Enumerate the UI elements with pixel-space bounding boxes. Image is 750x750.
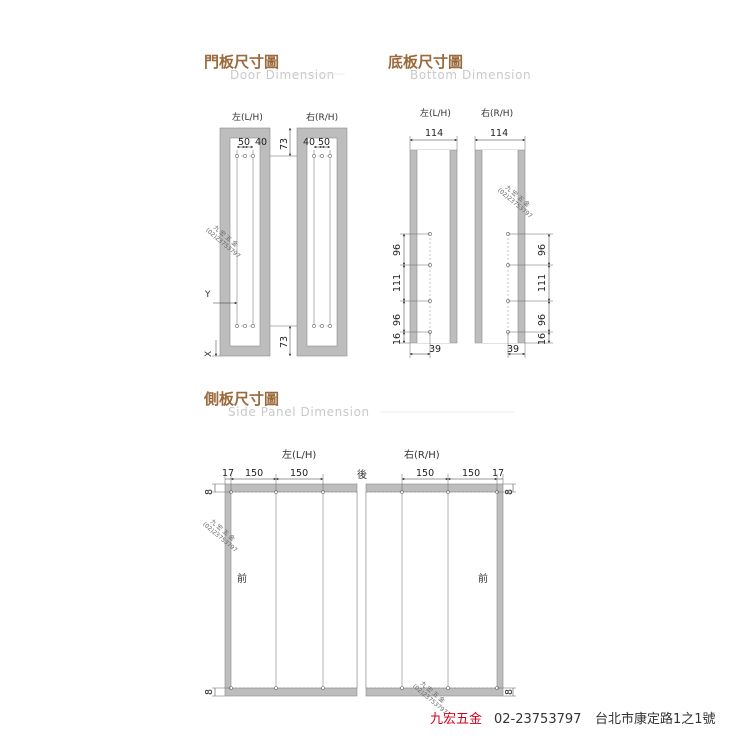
side-right-label: 右(R/H) xyxy=(404,448,440,461)
bottom-left-dim-39: 39 xyxy=(429,344,441,355)
bottom-left-dim-111: 111 xyxy=(392,274,403,292)
side-back-label: 後 xyxy=(357,468,367,481)
bottom-section-subtitle: Bottom Dimension xyxy=(410,68,531,82)
bottom-right-dim-111: 111 xyxy=(537,274,548,292)
side-section-title: 側板尺寸圖 xyxy=(203,390,279,408)
side-right-opening xyxy=(365,491,498,689)
side-drawing: 左(L/H) 右(R/H) 後 前 前 xyxy=(201,448,516,716)
side-left-dim-150-b: 150 xyxy=(290,468,308,479)
bottom-left-cutout xyxy=(417,150,450,343)
side-right-dim-150-b: 150 xyxy=(462,468,480,479)
bottom-left-label: 左(L/H) xyxy=(420,107,451,119)
footer-phone: 02-23753797 xyxy=(494,712,581,727)
bottom-right-label: 右(R/H) xyxy=(481,107,513,119)
bottom-right-dim-96-a: 96 xyxy=(537,244,548,256)
side-right-dim-8-top: 8 xyxy=(504,489,515,495)
door-section-title: 門板尺寸圖 xyxy=(204,53,279,71)
side-left-front-label: 前 xyxy=(237,572,247,585)
side-left-dim-8-top: 8 xyxy=(204,489,215,495)
bottom-left-dim-96-a: 96 xyxy=(392,244,403,256)
door-left-opening xyxy=(229,137,261,347)
door-x-label: X xyxy=(204,351,214,357)
bottom-right-dim-96-b: 96 xyxy=(537,314,548,326)
door-left-label: 左(L/H) xyxy=(232,111,263,123)
side-right-dim-8-bottom: 8 xyxy=(504,689,515,695)
bottom-right-dim-114: 114 xyxy=(490,128,508,139)
door-dim-right-50: 50 xyxy=(318,137,330,148)
side-section-subtitle: Side Panel Dimension xyxy=(228,405,370,419)
door-dim-bottom-73: 73 xyxy=(279,336,290,348)
door-right-label: 右(R/H) xyxy=(306,111,338,123)
footer-brand: 九宏五金 xyxy=(430,711,482,727)
side-right-dim-150-a: 150 xyxy=(416,468,434,479)
bottom-left-dim-96-b: 96 xyxy=(392,314,403,326)
door-section-subtitle: Door Dimension xyxy=(230,68,335,82)
side-left-opening xyxy=(230,491,358,689)
footer-address: 台北市康定路1之1號 xyxy=(595,711,716,727)
bottom-drawing: 左(L/H) 右(R/H) 114 114 96 xyxy=(392,107,553,358)
door-right-opening xyxy=(306,137,338,347)
door-dim-right-40: 40 xyxy=(303,137,315,148)
bottom-right-cutout xyxy=(482,150,518,343)
bottom-right-dim-16: 16 xyxy=(537,333,548,345)
bottom-left-dim-114: 114 xyxy=(425,128,443,139)
door-drawing: 左(L/H) 右(R/H) 50 40 40 50 xyxy=(204,111,348,357)
side-right-dim-17: 17 xyxy=(492,468,504,479)
door-dim-left-50: 50 xyxy=(238,137,250,148)
bottom-left-dim-16: 16 xyxy=(392,333,403,345)
door-y-label: Y xyxy=(204,290,211,300)
door-holes xyxy=(235,154,332,328)
side-left-dim-8-bottom: 8 xyxy=(204,689,215,695)
side-right-front-label: 前 xyxy=(478,572,488,585)
door-dim-left-40: 40 xyxy=(255,137,267,148)
bottom-section-title: 底板尺寸圖 xyxy=(388,53,463,71)
side-left-label: 左(L/H) xyxy=(282,448,316,461)
side-left-dim-150-a: 150 xyxy=(245,468,263,479)
footer: 九宏五金 02-23753797 台北市康定路1之1號 xyxy=(430,711,716,727)
side-left-dim-17: 17 xyxy=(222,468,234,479)
door-dim-top-73: 73 xyxy=(279,138,290,150)
bottom-right-dim-39: 39 xyxy=(507,344,519,355)
